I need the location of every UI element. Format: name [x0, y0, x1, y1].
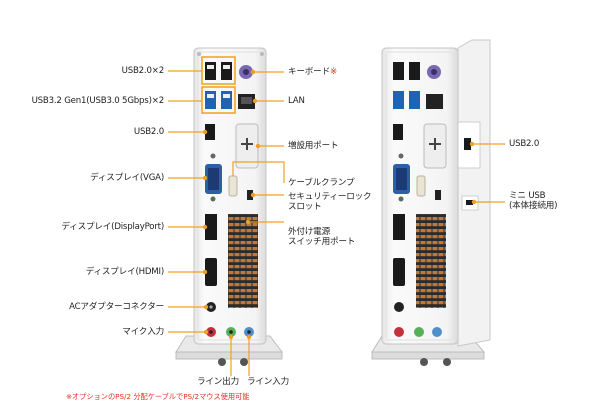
usb2-single-port-icon: [205, 124, 215, 140]
usb3-port-icon: [205, 91, 216, 109]
label-line-in: ライン入力: [247, 377, 289, 387]
usb2-port-icon: [221, 62, 232, 80]
label-ext-power-2: スイッチ用ポート: [288, 237, 356, 247]
label-display-hdmi: ディスプレイ(HDMI): [85, 267, 164, 277]
left-unit: [175, 47, 283, 366]
vent-grille: [228, 214, 258, 308]
label-security-slot-2: スロット: [288, 202, 322, 212]
side-usb2-port-icon: [464, 138, 471, 150]
footnote: ※オプションのPS/2 分配ケーブルでPS/2マウス使用可能: [66, 392, 250, 401]
label-usb20-left: USB2.0: [133, 127, 164, 137]
label-display-vga: ディスプレイ(VGA): [90, 173, 164, 183]
usb2-port-icon: [205, 62, 216, 80]
label-mic-in: マイク入力: [122, 327, 164, 337]
label-mini-usb-2: (本体接続用): [509, 201, 558, 211]
displayport-icon: [205, 214, 217, 240]
keyboard-asterisk: ※: [329, 67, 337, 77]
label-security-slot-1: セキュリティーロック: [288, 192, 372, 202]
leader-lines: [168, 69, 505, 376]
label-usb32: USB3.2 Gen1(USB3.0 5Gbps)×2: [31, 96, 165, 106]
label-keyboard: キーボード※: [288, 67, 337, 77]
cable-clamp-icon: [228, 175, 238, 197]
usb3-port-icon: [221, 91, 232, 109]
label-mini-usb-1: ミニ USB: [509, 191, 546, 201]
label-cable-clamp: ケーブルクランプ: [288, 178, 355, 188]
hdmi-port-icon: [205, 258, 217, 286]
label-ext-power-1: 外付け電源: [288, 227, 330, 237]
mini-usb-port-icon: [466, 200, 473, 205]
label-lan: LAN: [288, 96, 305, 106]
label-usb20-right: USB2.0: [509, 139, 540, 149]
label-usb20x2: USB2.0×2: [121, 66, 165, 76]
label-expansion-port: 増設用ポート: [288, 141, 339, 151]
label-line-out: ライン出力: [197, 377, 239, 387]
label-display-dp: ディスプレイ(DisplayPort): [61, 222, 164, 232]
right-unit: [371, 39, 491, 366]
label-ac-adapter: ACアダプターコネクター: [69, 302, 164, 312]
security-slot-icon: [247, 190, 253, 200]
